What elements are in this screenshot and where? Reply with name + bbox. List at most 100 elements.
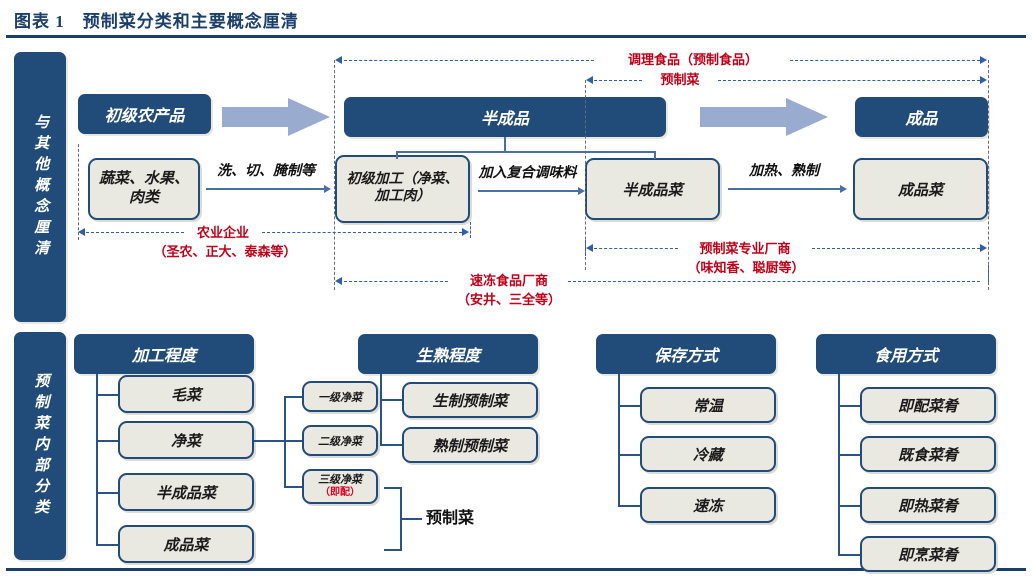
flow-box-finished-dish: 成品菜 [853,158,988,220]
category-item-maocai: 毛菜 [118,375,254,413]
category-item-frozen: 速冻 [640,487,776,523]
stage-header-primary-produce: 初级农产品 [78,94,211,134]
category-item-banchengpincai: 半成品菜 [118,473,254,511]
scope-label-prepared-food: 调理食品（预制食品） [627,52,758,67]
subtree-branch-1 [284,440,302,442]
process-label-heating: 加热、熟制 [749,164,819,179]
category-item-ready-to-eat: 既食菜肴 [860,436,996,472]
scope-line-prepared-food-left [344,60,594,61]
tree-branch-col1-0 [96,394,118,396]
tree-branch-col2-0 [380,399,402,401]
category-item-chengpincai: 成品菜 [118,525,254,563]
scope-label-agri-sub: （圣农、正大、泰森等） [153,244,297,259]
tree-branch-col4-1 [838,454,860,456]
bracket-top [396,151,656,153]
tree-spine-col3 [618,374,620,507]
scope-arrow-agri-right [462,228,469,236]
bracket-stem [504,137,506,152]
category-item-ready-to-prep: 即配菜肴 [860,387,996,423]
category-header-processing-degree: 加工程度 [74,334,254,374]
scope-arrow-premade-dish-right [980,76,987,84]
scope-line-agri-endcap [470,222,471,238]
scope-line-premade-dish-left [594,80,642,81]
process-arrow-line-1 [206,188,324,190]
category-item-ambient: 常温 [640,387,776,423]
scope-label-premade-dish: 预制菜 [660,72,700,87]
stage-header-finished: 成品 [855,97,988,137]
scope-label-agri: 农业企业 [196,225,249,240]
stage-header-semi-finished: 半成品 [344,97,666,137]
scope-line-agri-right [262,232,462,233]
guide-left [78,144,79,240]
process-arrow-line-3 [728,188,840,190]
scope-line-premade-dish-right [718,80,980,81]
category-header-storage-method: 保存方式 [596,334,776,374]
tree-branch-col2-1 [380,444,402,446]
category-item-cooked-premade: 熟制预制菜 [402,427,538,463]
scope-line-frozen-right [568,281,980,282]
scope-arrow-agri-left [78,228,85,236]
scope-arrow-prepared-food-left [335,56,342,64]
process-label-seasoning: 加入复合调味料 [478,166,577,181]
subcategory-item-level2: 二级净菜 [302,425,378,456]
category-header-cooked-degree: 生熟程度 [358,334,538,374]
category-item-ready-to-heat: 即热菜肴 [860,487,996,523]
scope-label-prof: 预制菜专业厂商 [699,241,791,256]
brace-bottom-arm [384,549,402,551]
scope-line-prof-right [812,248,980,249]
tree-branch-col3-2 [618,505,640,507]
scope-line-agri-left [86,232,184,233]
flow-box-raw-materials: 蔬菜、水果、肉类 [88,158,200,220]
flow-box-primary-processing: 初级加工（净菜、加工肉） [335,155,470,223]
tree-spine-col4 [838,374,840,556]
scope-label-frozen-sub: （安井、三全等） [456,292,561,307]
tree-spine-col2 [380,374,382,446]
category-header-consumption-method: 食用方式 [816,334,996,374]
scope-arrow-prepared-food-right [980,56,987,64]
subtree-branch-2 [284,486,302,488]
scope-line-prof-left [594,248,678,249]
process-arrow-head-2 [578,187,585,195]
process-arrow-line-2 [478,190,578,192]
tree-branch-col4-3 [838,554,860,556]
guide-semi [585,80,586,270]
scope-label-prof-sub: （味知香、聪厨等） [687,260,805,275]
subcategory-item-level3-note: （即配） [320,487,360,499]
scope-arrow-prof-right [980,244,987,252]
stage-arrow-2 [700,98,828,141]
tree-branch-col1-1 [96,440,118,442]
scope-line-frozen-endcap [988,265,989,282]
scope-label-frozen: 速冻食品厂商 [469,273,548,288]
tree-branch-col3-1 [618,454,640,456]
subcategory-item-level1: 一级净菜 [302,381,378,412]
category-item-ready-to-cook: 即烹菜肴 [860,536,996,572]
subtree-branch-0 [284,396,302,398]
guide-mid [334,60,335,290]
scope-arrow-frozen-left [335,277,342,285]
category-item-jingcai: 净菜 [118,421,254,459]
process-label-wash-cut: 洗、切、腌制等 [217,164,315,179]
sidebar-internal-classification: 预制菜内部分类 [14,332,66,560]
stage-arrow-1 [222,98,330,141]
bracket-left-drop [396,151,398,159]
scope-arrow-premade-dish-left [586,76,593,84]
tree-spine-col1 [96,374,98,546]
tree-branch-col4-2 [838,505,860,507]
tree-branch-col4-0 [838,405,860,407]
tree-branch-col1-2 [96,492,118,494]
scope-arrow-prof-left [586,244,593,252]
process-arrow-head-3 [840,185,847,193]
sidebar-label-0: 与其他概念厘清 [32,113,49,261]
category-item-raw-premade: 生制预制菜 [402,382,538,418]
guide-right [988,60,989,290]
scope-line-frozen-left [344,281,448,282]
title-divider [6,35,1026,38]
subcategory-item-level3-label: 三级净菜 [318,474,362,487]
bottom-divider [6,568,1026,571]
brace-top-arm [384,487,402,489]
flow-box-semi-finished-dish: 半成品菜 [585,158,720,220]
category-item-chilled: 冷藏 [640,436,776,472]
sidebar-concept-clarification: 与其他概念厘清 [14,52,66,322]
tree-branch-col1-3 [96,544,118,546]
